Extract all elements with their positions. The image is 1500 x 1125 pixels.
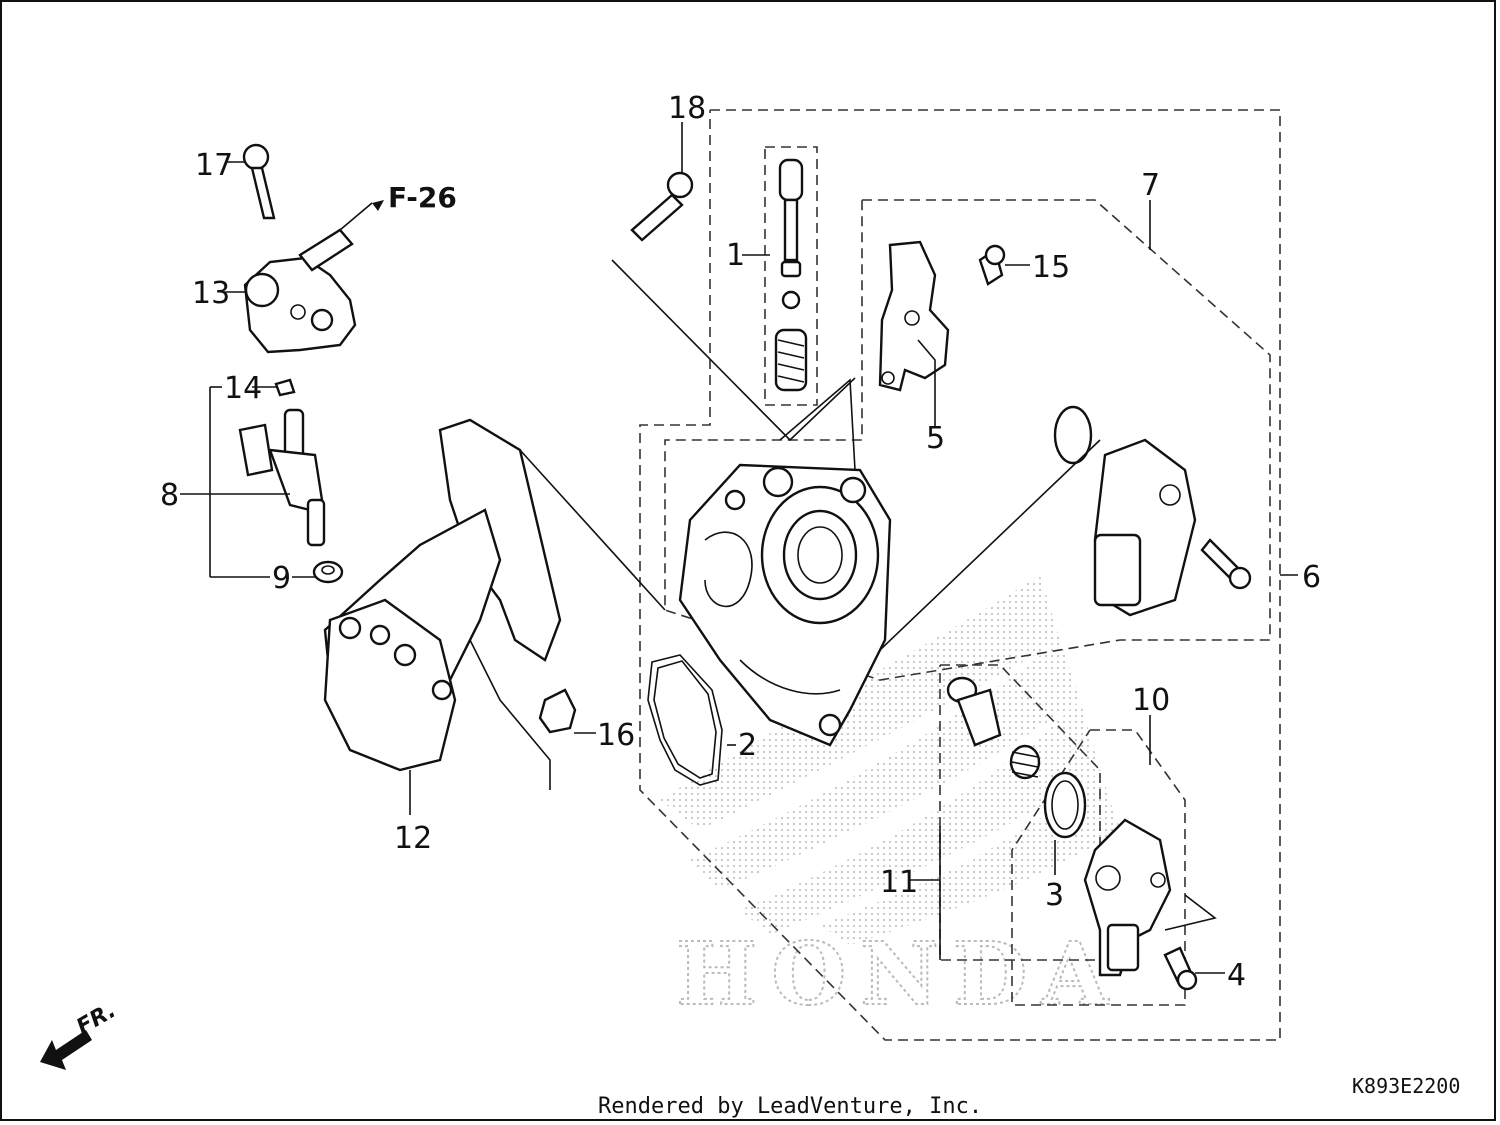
- honda-watermark-text: HONDA: [676, 924, 1122, 1025]
- callout-7[interactable]: 7: [1141, 168, 1160, 203]
- front-direction-label: FR.: [73, 998, 121, 1040]
- credit-text: Rendered by LeadVenture, Inc.: [598, 1094, 982, 1119]
- callout-15[interactable]: 15: [1032, 250, 1070, 285]
- callouts: 1 2 3 4 5 6 7 8 9 10 11 12 13 14 15 16 1…: [160, 91, 1321, 993]
- part-10-sensor: [1083, 818, 1172, 977]
- front-direction-arrow: FR.: [40, 998, 120, 1070]
- part-1-idle-screw: [774, 158, 808, 392]
- part-11-plunger: [946, 676, 1041, 780]
- callout-18[interactable]: 18: [668, 91, 706, 126]
- reference-label[interactable]: F-26: [388, 181, 457, 214]
- callout-16[interactable]: 16: [597, 718, 635, 753]
- callout-8[interactable]: 8: [160, 478, 179, 513]
- part-17-bolt: [242, 143, 276, 220]
- callout-14[interactable]: 14: [224, 371, 262, 406]
- callout-10[interactable]: 10: [1132, 683, 1170, 718]
- part-14-clip: [274, 378, 296, 397]
- callout-3[interactable]: 3: [1045, 878, 1064, 913]
- part-13-injector-holder: [243, 228, 357, 354]
- callout-12[interactable]: 12: [394, 821, 432, 856]
- callout-9[interactable]: 9: [272, 561, 291, 596]
- part-15-screw: [978, 244, 1006, 286]
- callout-4[interactable]: 4: [1227, 958, 1246, 993]
- part-2-gasket: [647, 654, 723, 786]
- callout-11[interactable]: 11: [880, 865, 918, 900]
- callout-1[interactable]: 1: [726, 238, 745, 273]
- throttle-body: [678, 463, 892, 747]
- callout-6[interactable]: 6: [1302, 560, 1321, 595]
- part-18-bolt: [630, 171, 694, 242]
- part-8-injector: [238, 408, 326, 547]
- part-4-screw: [1163, 946, 1198, 991]
- part-3-o-ring: [1043, 771, 1087, 839]
- group-boundaries: [639, 109, 1281, 1041]
- part-6-sensor: [1053, 405, 1252, 617]
- part-9-seal: [312, 560, 344, 584]
- leader-lines: [180, 122, 1298, 974]
- callout-5[interactable]: 5: [926, 421, 945, 456]
- callout-2[interactable]: 2: [738, 728, 757, 763]
- diagram-code: K893E2200: [1352, 1074, 1460, 1098]
- callout-13[interactable]: 13: [192, 276, 230, 311]
- part-16-nut: [538, 688, 577, 734]
- part-12-intake-pipe: [323, 418, 562, 772]
- callout-17[interactable]: 17: [195, 148, 233, 183]
- part-5-bracket: [878, 240, 950, 392]
